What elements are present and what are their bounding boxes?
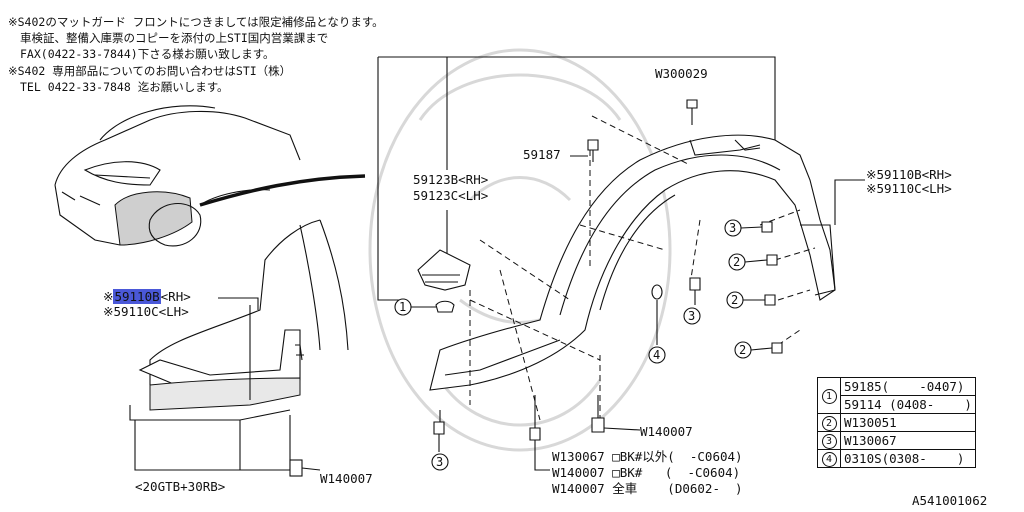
clip-59123-part	[410, 249, 471, 313]
note-line-4: ※S402 専用部品についてのお問い合わせはSTI（株）	[8, 64, 292, 78]
part-w140007-line1[interactable]: W140007 □BK# ( -C0604)	[552, 465, 741, 480]
legend-text-1a[interactable]: 59185( -0407)	[840, 377, 976, 396]
part-59110b-right[interactable]: ※59110B<RH>	[866, 167, 952, 182]
part-59123c[interactable]: 59123C<LH>	[413, 188, 489, 203]
legend-num-cell: 2	[817, 413, 841, 432]
note-line-1: ※S402のマットガード フロントにつきましては限定補修品となります。	[8, 15, 384, 29]
callout-circles: 1 3 2 2 2 3 4 3	[394, 219, 773, 471]
fastener-icons	[433, 99, 783, 471]
part-59110c-left[interactable]: ※59110C<LH>	[103, 304, 189, 319]
part-59187[interactable]: 59187	[523, 147, 561, 162]
legend-text-1b[interactable]: 59114 (0408- )	[840, 395, 976, 414]
callout-2c-label: 2	[739, 343, 746, 357]
callout-2b-label: 2	[731, 293, 738, 307]
callout-3b-label: 3	[688, 309, 695, 323]
legend-num-3: 3	[821, 434, 837, 449]
watermark-emblem	[368, 48, 672, 452]
legend-row: 59114 (0408- )	[818, 395, 976, 414]
left-fender-liner	[129, 219, 349, 477]
car-illustration	[54, 105, 366, 247]
diagram-id: A541001062	[912, 493, 988, 508]
legend-row: 3 W130067	[817, 431, 976, 450]
legend-num-cell: 1	[817, 377, 841, 414]
legend-text-2[interactable]: W130051	[840, 413, 976, 432]
legend-row: 1 59185( -0407)	[817, 377, 976, 414]
part-w140007-mid[interactable]: W140007	[640, 424, 693, 439]
legend-num-1: 1	[821, 389, 837, 404]
callout-4-label: 4	[653, 348, 660, 362]
legend-text-3[interactable]: W130067	[840, 431, 976, 450]
part-59110c-right[interactable]: ※59110C<LH>	[866, 181, 952, 196]
legend-num-4: 4	[821, 452, 837, 467]
model-code-label: <20GTB+30RB>	[135, 479, 226, 494]
part-59110b-left-side: <RH>	[160, 289, 191, 304]
parts-legend-table: 1 59185( -0407) 59114 (0408- ) 2 W130051…	[817, 377, 976, 468]
part-59123b[interactable]: 59123B<RH>	[413, 172, 489, 187]
note-line-3: FAX(0422-33-7844)下さる様お願い致します。	[20, 47, 275, 61]
legend-num-2: 2	[821, 416, 837, 431]
legend-num-cell: 3	[817, 431, 841, 450]
legend-row: 4 0310S(0308- )	[817, 449, 976, 468]
legend-row: 2 W130051	[817, 413, 976, 432]
note-line-5: TEL 0422-33-7848 迄お願いします。	[20, 80, 229, 94]
part-59110b-left-mark: ※	[103, 289, 114, 304]
callout-3a-label: 3	[729, 221, 736, 235]
callout-2a-label: 2	[733, 255, 740, 269]
part-w140007-left[interactable]: W140007	[320, 471, 373, 486]
part-w140007-line2[interactable]: W140007 全車 (D0602- )	[552, 481, 743, 496]
callout-1-label: 1	[399, 300, 406, 314]
legend-text-4[interactable]: 0310S(0308- )	[840, 449, 976, 468]
callout-3c-label: 3	[436, 455, 443, 469]
note-line-2: 車検証、整備入庫票のコピーを添付の上STI国内営業課まで	[20, 31, 329, 45]
part-w130067-line[interactable]: W130067 □BK#以外( -C0604)	[552, 449, 743, 464]
legend-num-cell: 4	[817, 449, 841, 468]
part-59110b-left-number-highlighted[interactable]: 59110B	[113, 289, 161, 304]
part-w300029[interactable]: W300029	[655, 66, 708, 81]
part-59110b-left[interactable]: ※59110B<RH>	[103, 289, 191, 304]
